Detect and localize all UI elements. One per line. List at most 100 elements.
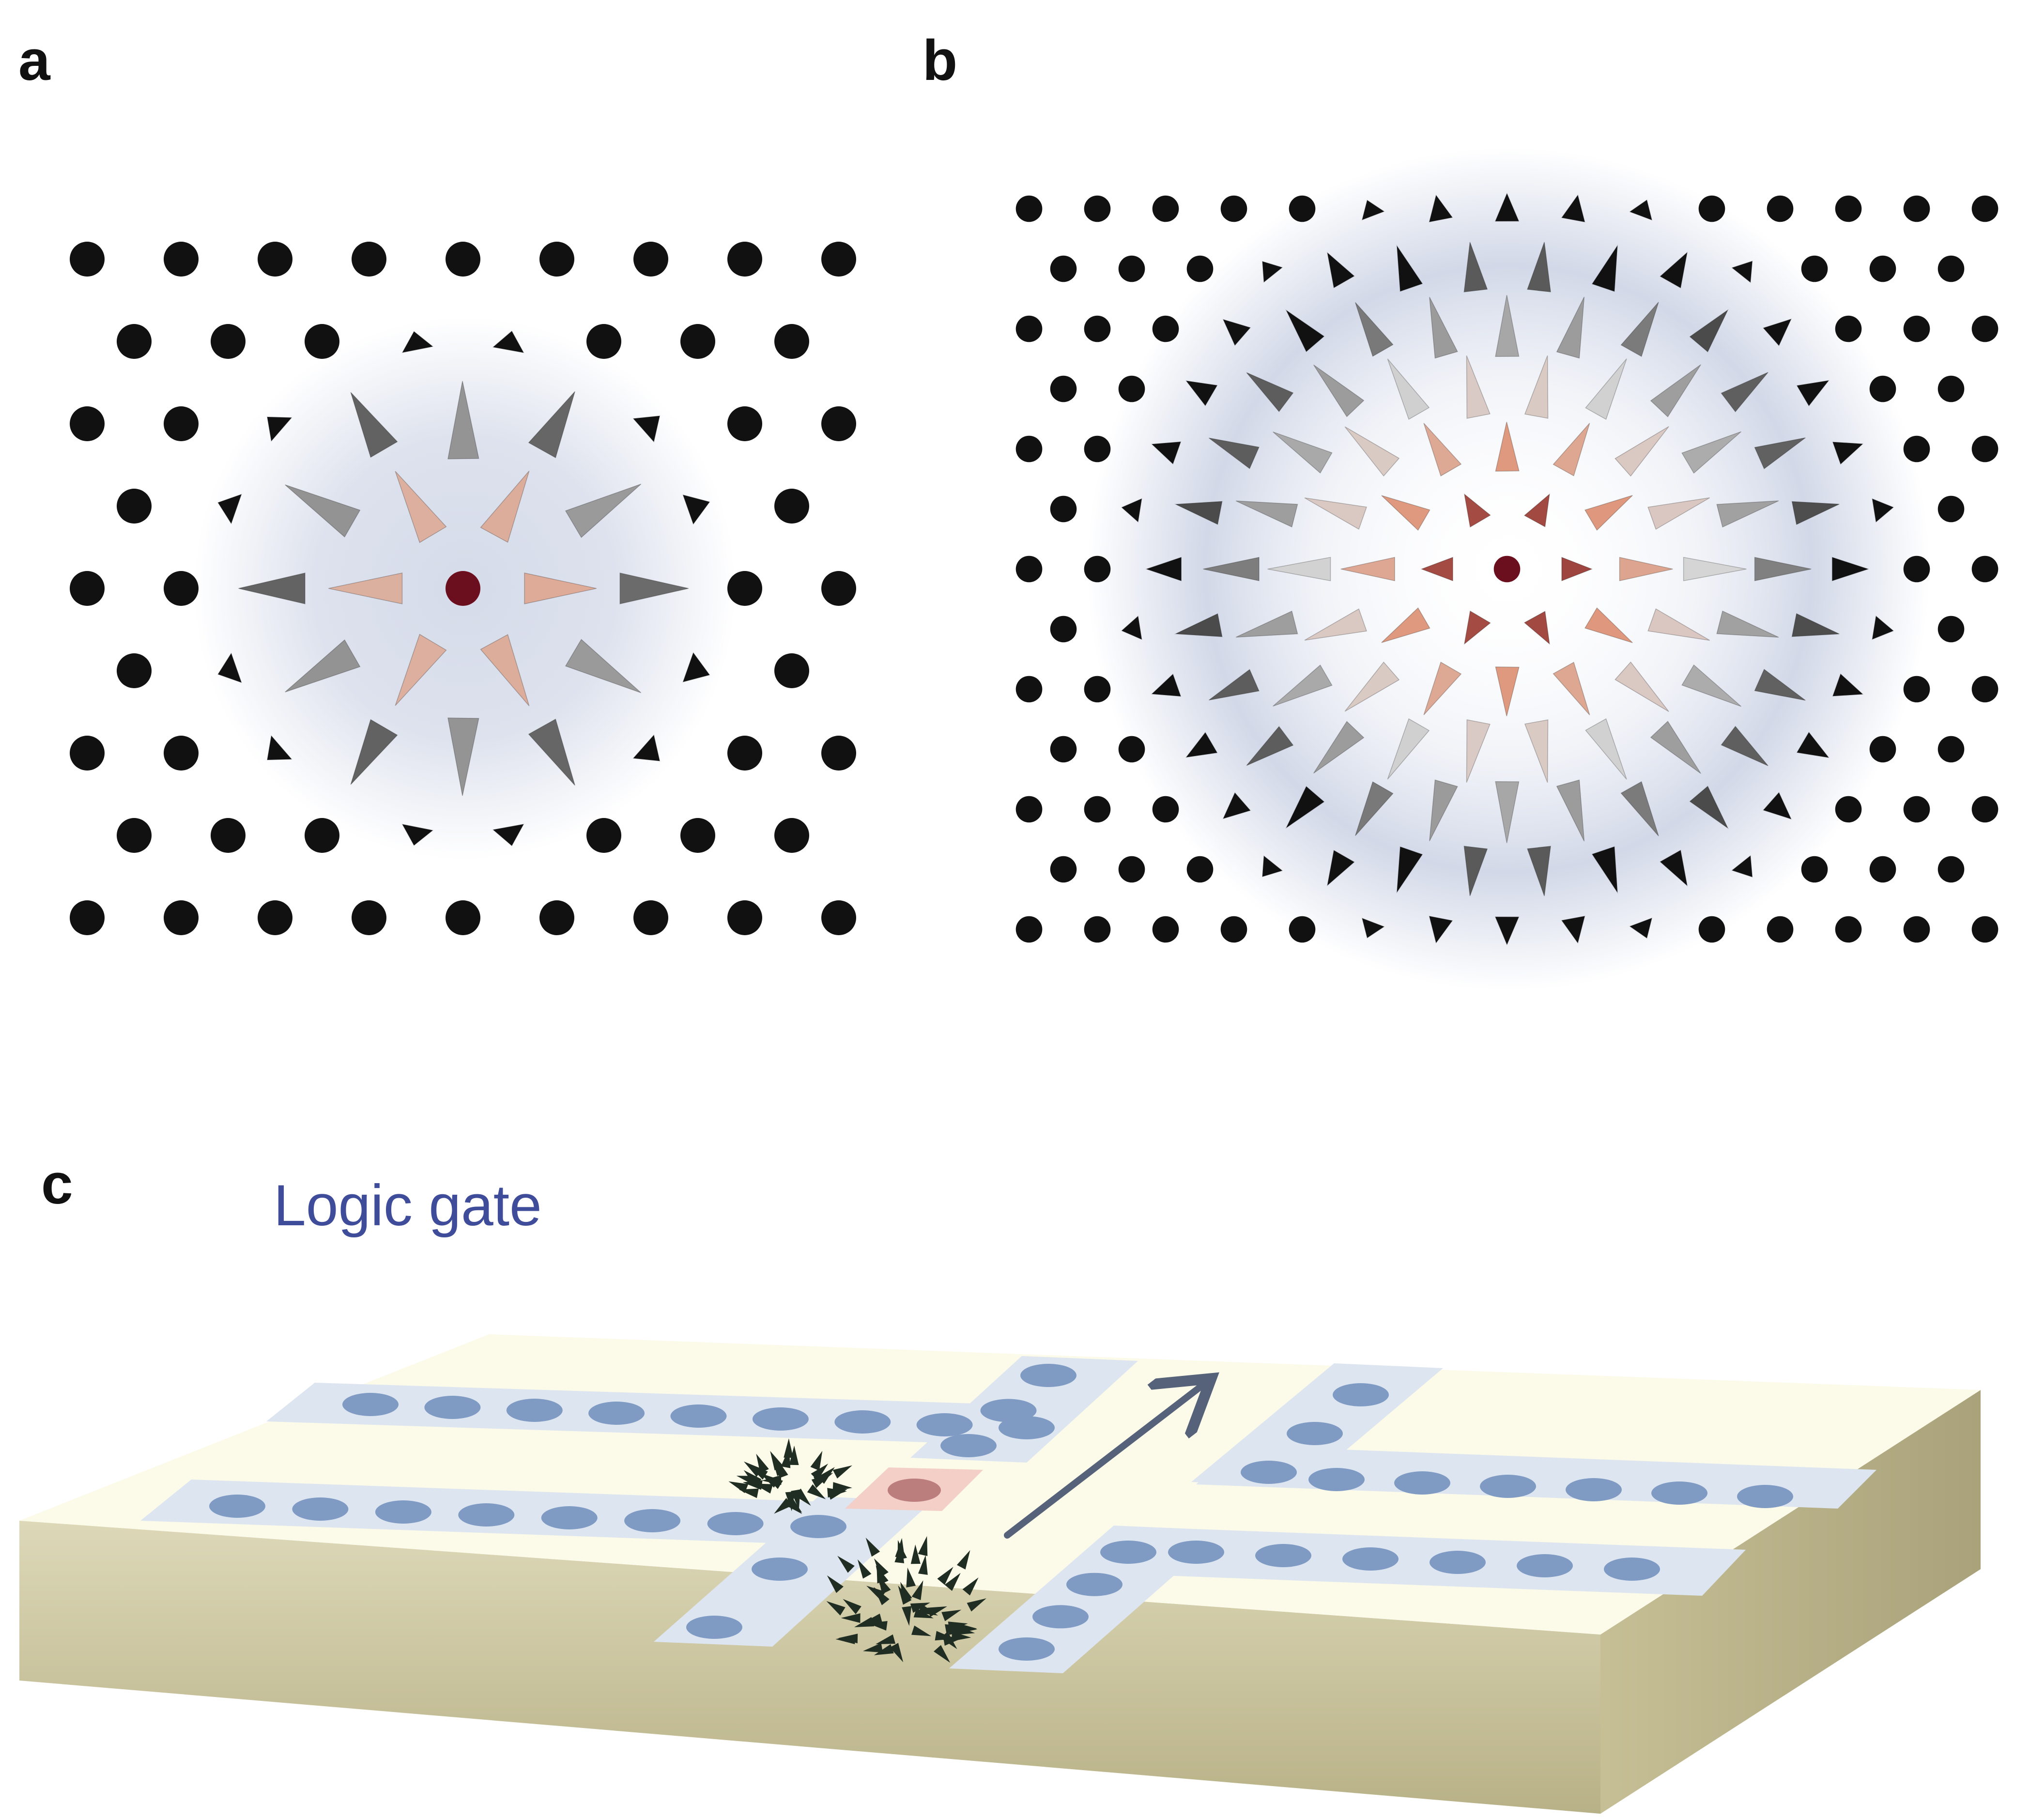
spin-cone (401, 824, 434, 846)
mini-spin-arrow (863, 1643, 883, 1653)
track-skyrmion-dot (424, 1396, 481, 1419)
spin-cone (1835, 315, 1862, 342)
track-skyrmion-dot (588, 1402, 645, 1425)
track-skyrmion-dot (1651, 1481, 1707, 1505)
spin-cone (1494, 916, 1520, 946)
spin-cone (1561, 194, 1585, 223)
spin-cone (821, 900, 856, 935)
spin-cone (821, 406, 856, 441)
spin-cone (1763, 792, 1792, 820)
spin-cone (1050, 255, 1077, 282)
panel-a-skyrmion: a (18, 29, 856, 935)
spin-cone (1971, 435, 1999, 463)
spin-cone (1689, 308, 1729, 353)
spin-cone (1971, 195, 1999, 222)
spin-cone (164, 242, 199, 277)
track-skyrmion-dot (1287, 1422, 1343, 1445)
spin-cone (1235, 500, 1298, 528)
spin-cone (238, 572, 306, 604)
spin-cone (1220, 916, 1247, 943)
spin-cone (1463, 846, 1488, 896)
track-skyrmion-dot (999, 1637, 1055, 1661)
mini-spin-arrow (934, 1645, 951, 1663)
spin-cone (1791, 613, 1840, 637)
spin-cone (821, 242, 856, 277)
spin-cone (267, 735, 292, 760)
mini-spin-arrow (789, 1445, 799, 1465)
spin-cone (1262, 855, 1283, 878)
spin-cone (267, 416, 292, 442)
spin-cone (1145, 556, 1182, 582)
mini-spin-arrow (948, 1621, 968, 1631)
spin-cone (680, 818, 715, 853)
spin-cone (633, 242, 668, 277)
spin-cone (1869, 856, 1896, 883)
panel-b-skyrmion: b (923, 29, 1999, 990)
spin-cone (285, 484, 361, 538)
spin-cone (1429, 779, 1458, 842)
spin-cone (1118, 375, 1145, 402)
racetrack-skyrmion-dots (209, 1364, 1793, 1661)
spin-cone (1971, 916, 1999, 943)
spin-cone (1015, 435, 1043, 463)
spin-cone (285, 639, 361, 693)
spin-cone (1203, 556, 1260, 582)
mini-spin-arrow (826, 1601, 846, 1616)
spin-cone (305, 324, 339, 359)
track-skyrmion-dot (790, 1515, 846, 1538)
spin-cone (1381, 495, 1430, 531)
spin-cone (1429, 915, 1453, 944)
spin-cone (1801, 255, 1828, 282)
spin-cone (1494, 192, 1520, 222)
spin-cone (70, 571, 105, 606)
spin-cone (1396, 846, 1423, 894)
spin-cone (1938, 856, 1965, 883)
panel-c-label: c (41, 1152, 73, 1216)
track-skyrmion-dot (940, 1434, 997, 1457)
mini-spin-arrow (910, 1603, 930, 1613)
mini-spin-arrow (967, 1598, 986, 1612)
spin-cone (70, 242, 105, 277)
mini-spin-arrow (902, 1606, 912, 1626)
spin-cone (632, 734, 661, 762)
spin-cone (1354, 781, 1394, 836)
spin-cone (1387, 718, 1430, 780)
spin-cone (1754, 668, 1806, 701)
spin-cone (1716, 610, 1779, 638)
spin-cone (1208, 437, 1260, 469)
spin-cone (447, 717, 479, 796)
track-skyrmion-dot (624, 1509, 681, 1532)
track-skyrmion-dot (1517, 1554, 1573, 1577)
spin-cone (1495, 422, 1520, 472)
spin-cone (164, 571, 199, 606)
track-skyrmion-dot (1394, 1471, 1450, 1495)
spin-cone (1208, 669, 1260, 701)
spin-cone (1647, 608, 1710, 641)
track-skyrmion-dot (752, 1407, 809, 1431)
spin-cone (1620, 302, 1659, 357)
spin-cone (1429, 296, 1458, 359)
spin-cone (1285, 309, 1325, 353)
track-skyrmion-dot (707, 1512, 764, 1535)
spin-cone (492, 330, 524, 354)
mini-spin-arrow (854, 1617, 875, 1627)
spin-cone (1561, 915, 1585, 944)
spin-cone (1246, 725, 1294, 766)
track-skyrmion-dot (1333, 1383, 1389, 1406)
spin-cone (1801, 856, 1828, 883)
track-skyrmion-dot (342, 1393, 399, 1416)
track-skyrmion-dot (1020, 1364, 1077, 1387)
track-skyrmion-dot (1480, 1475, 1536, 1498)
spin-cone (1463, 242, 1488, 293)
logic-gate-skyrmion (888, 1479, 941, 1502)
spin-cone (1903, 916, 1930, 943)
spin-cone (446, 900, 480, 935)
spin-cone (633, 900, 668, 935)
spin-cone (446, 571, 480, 606)
spin-cone (164, 406, 199, 441)
spin-cone (1553, 423, 1590, 477)
spin-cone (1971, 315, 1999, 342)
mini-spin-arrow (756, 1453, 769, 1473)
spin-cone (1246, 372, 1294, 413)
